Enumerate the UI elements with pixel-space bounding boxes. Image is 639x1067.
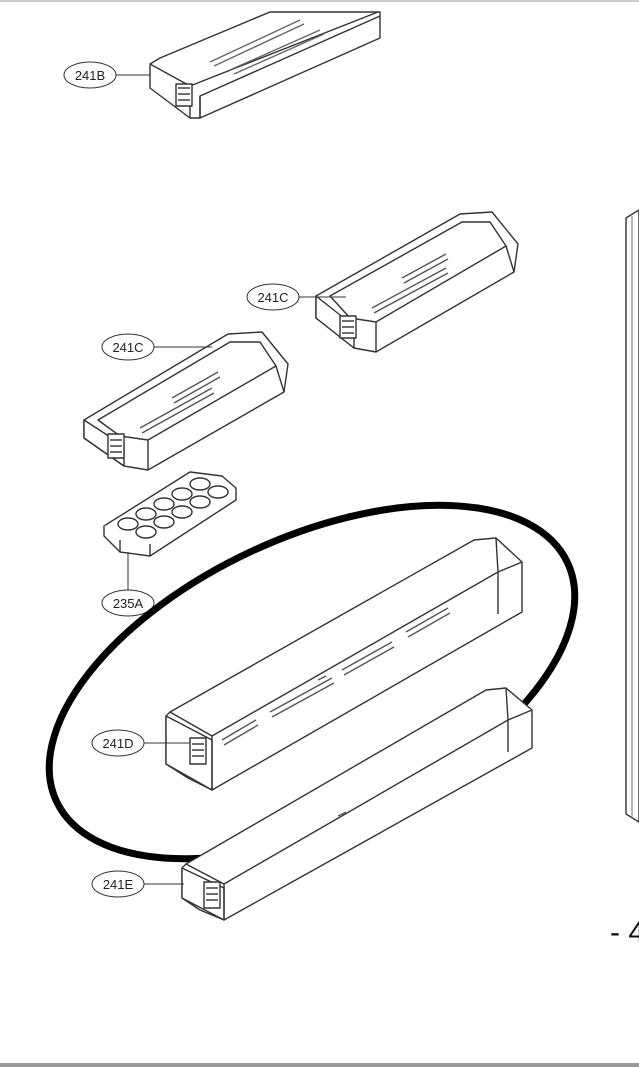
bin-241b <box>149 11 381 119</box>
callout-241d: 241D <box>91 729 190 757</box>
callout-241e: 241E <box>91 870 184 898</box>
door-panel <box>625 209 639 823</box>
bin-241d <box>165 537 523 791</box>
bin-241c-upper <box>315 211 519 353</box>
page-number: - 4 <box>610 916 639 949</box>
bin-241e <box>181 687 533 921</box>
label-241c-upper: 241C <box>257 290 288 305</box>
bottom-rule <box>0 1063 639 1067</box>
egg-tray-235a <box>103 471 237 557</box>
callout-241c-lower: 241C <box>101 333 212 361</box>
callout-241c-upper: 241C <box>246 283 346 311</box>
bin-241c-lower <box>83 331 289 471</box>
label-241e: 241E <box>103 877 134 892</box>
label-241d: 241D <box>102 736 133 751</box>
callout-235a: 235A <box>101 552 155 617</box>
callout-241b: 241B <box>63 61 150 89</box>
label-241c-lower: 241C <box>112 340 143 355</box>
label-241b: 241B <box>75 68 105 83</box>
label-235a: 235A <box>113 596 144 611</box>
